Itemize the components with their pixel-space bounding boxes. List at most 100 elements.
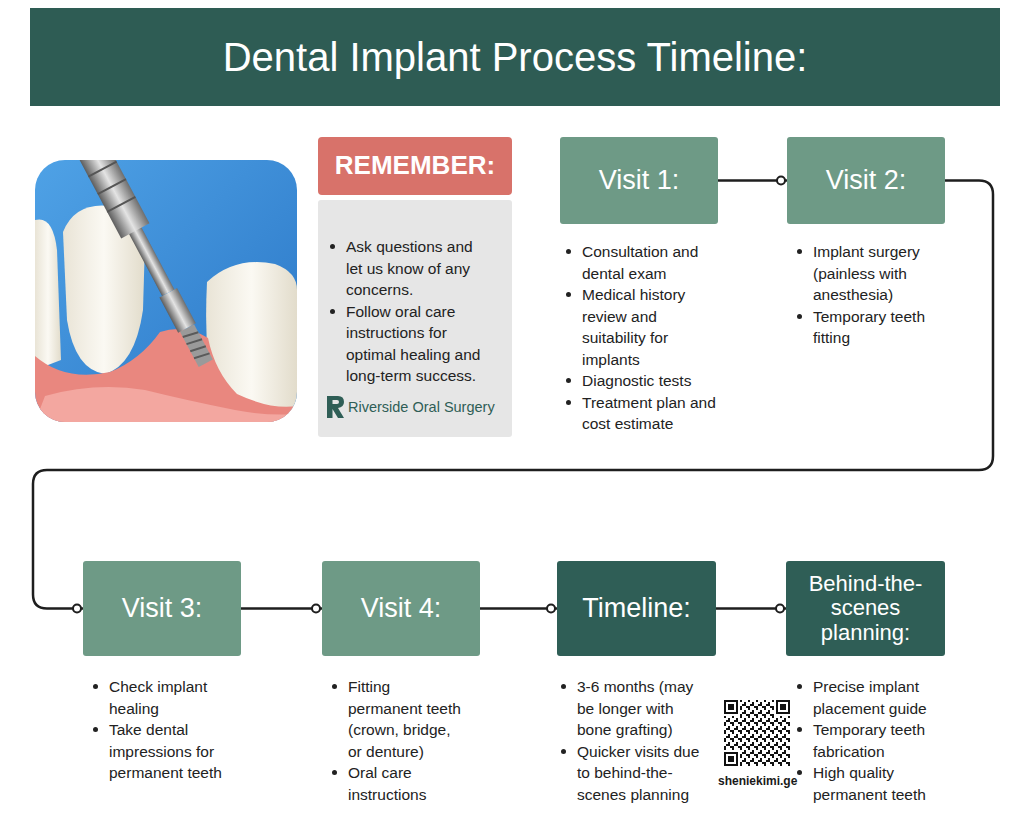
bullet-dot [797,684,802,689]
connector-head [776,605,784,613]
bullet-list: Implant surgery (painless with anesthesi… [795,241,955,349]
qr-modules [774,750,790,766]
bullet-text: 3-6 months (may be longer with bone graf… [577,676,709,741]
bullet-text: Consultation and dental exam [582,241,722,284]
info-box: Timeline:3-6 months (may be longer with … [557,561,716,656]
illustration-part [776,700,790,714]
bullet-item: Temporary teeth fabrication [795,719,955,762]
bullet-list: Consultation and dental examMedical hist… [564,241,722,435]
note-panel: Ask questions and let us know of any con… [318,200,512,437]
illustration-part [728,704,734,710]
bullet-text: Check implant healing [109,676,251,719]
bullet-dot [561,749,566,754]
box-heading: REMEMBER: [318,137,512,195]
gum [35,329,297,422]
illustration-part [726,754,736,764]
driver-handle [65,160,150,238]
bullet-item: Quicker visits due to behind-the-scenes … [559,741,709,806]
bullet-item: Check implant healing [91,676,251,719]
bullet-dot [566,249,571,254]
bullet-dot [561,684,566,689]
bullet-list: Precise implant placement guideTemporary… [795,676,955,805]
bullet-item: Consultation and dental exam [564,241,722,284]
diagram-title: Dental Implant Process Timeline: [30,8,1000,106]
bullet-item: Oral care instructions [330,762,468,805]
bullet-dot [330,244,335,249]
logo-mark [327,396,344,418]
connector-head [547,605,555,613]
bullet-dot [566,292,571,297]
bullet-text: Take dental impressions for permanent te… [109,719,251,784]
bullet-text: Implant surgery (painless with anesthesi… [813,241,955,306]
bullet-list: Ask questions and let us know of any con… [328,236,493,387]
step-box: Visit 4:Fitting permanent teeth (crown, … [322,561,480,656]
connector-head [777,177,785,185]
bullet-item: Ask questions and let us know of any con… [328,236,493,301]
bullet-item: Precise implant placement guide [795,676,955,719]
heading-text: Visit 1: [599,164,680,196]
box-heading: Behind-the-scenes planning: [786,561,945,656]
bullet-text: Treatment plan and cost estimate [582,392,722,435]
screw-thread [183,330,210,361]
callout-header: REMEMBER: [318,137,512,195]
bullet-item: Temporary teeth fitting [795,306,955,349]
bullet-text: Follow oral care instructions for optima… [346,301,493,387]
bullet-list: Check implant healingTake dental impress… [91,676,251,784]
bullet-item: Follow oral care instructions for optima… [328,301,493,387]
bullet-item: Implant surgery (painless with anesthesi… [795,241,955,306]
gum-highlight [35,387,297,422]
bullet-text: Fitting permanent teeth (crown, bridge, … [348,676,468,762]
box-heading: Visit 3: [83,561,241,656]
tooth [35,219,61,370]
bullet-text: Ask questions and let us know of any con… [346,236,493,301]
connector-head [73,605,81,613]
box-heading: Visit 4: [322,561,480,656]
photo-content [35,160,297,422]
implant-photo [35,160,297,422]
bullet-list: Fitting permanent teeth (crown, bridge, … [330,676,468,805]
illustration-part [726,702,736,712]
logo-text: Riverside Oral Surgery [348,399,495,415]
box-heading: Timeline: [557,561,716,656]
illustration-part [728,756,734,762]
connector [718,177,787,185]
heading-text: Visit 2: [826,164,907,196]
bullet-list: 3-6 months (may be longer with bone graf… [559,676,709,805]
photo-background [35,160,297,422]
bullet-dot [332,770,337,775]
bullet-dot [797,314,802,319]
bullet-text: Oral care instructions [348,762,468,805]
connector-head [312,605,320,613]
bullet-item: Fitting permanent teeth (crown, bridge, … [330,676,468,762]
bullet-item: Medical history review and suitability f… [564,284,722,370]
illustration-part [724,700,738,714]
bullet-text: Temporary teeth fabrication [813,719,955,762]
handle-groove [79,160,135,212]
box-heading: Visit 2: [787,137,945,224]
connector [241,605,322,613]
box-heading: Visit 1: [560,137,718,224]
bullet-dot [566,400,571,405]
step-box: Visit 1:Consultation and dental examMedi… [560,137,718,224]
bullet-text: High quality permanent teeth [813,762,955,805]
bullet-text: Temporary teeth fitting [813,306,955,349]
bullet-item: Take dental impressions for permanent te… [91,719,251,784]
qr-ground [724,700,790,766]
heading-text: Visit 4: [361,592,442,624]
bullet-dot [93,684,98,689]
bullet-item: 3-6 months (may be longer with bone graf… [559,676,709,741]
illustration-part [780,704,786,710]
implant-screw [180,324,213,367]
heading-text: Visit 3: [122,592,203,624]
bullet-item: Treatment plan and cost estimate [564,392,722,435]
bullet-dot [332,684,337,689]
bullet-dot [93,727,98,732]
bullet-dot [566,378,571,383]
qr-finder [724,700,790,766]
heading-text: REMEMBER: [335,150,495,181]
heading-text: Behind-the-scenes planning: [794,572,937,645]
bullet-dot [330,309,335,314]
logo-icon [326,395,345,419]
implant-driver [65,160,220,371]
watermark: sheniekimi.ge [718,774,797,788]
